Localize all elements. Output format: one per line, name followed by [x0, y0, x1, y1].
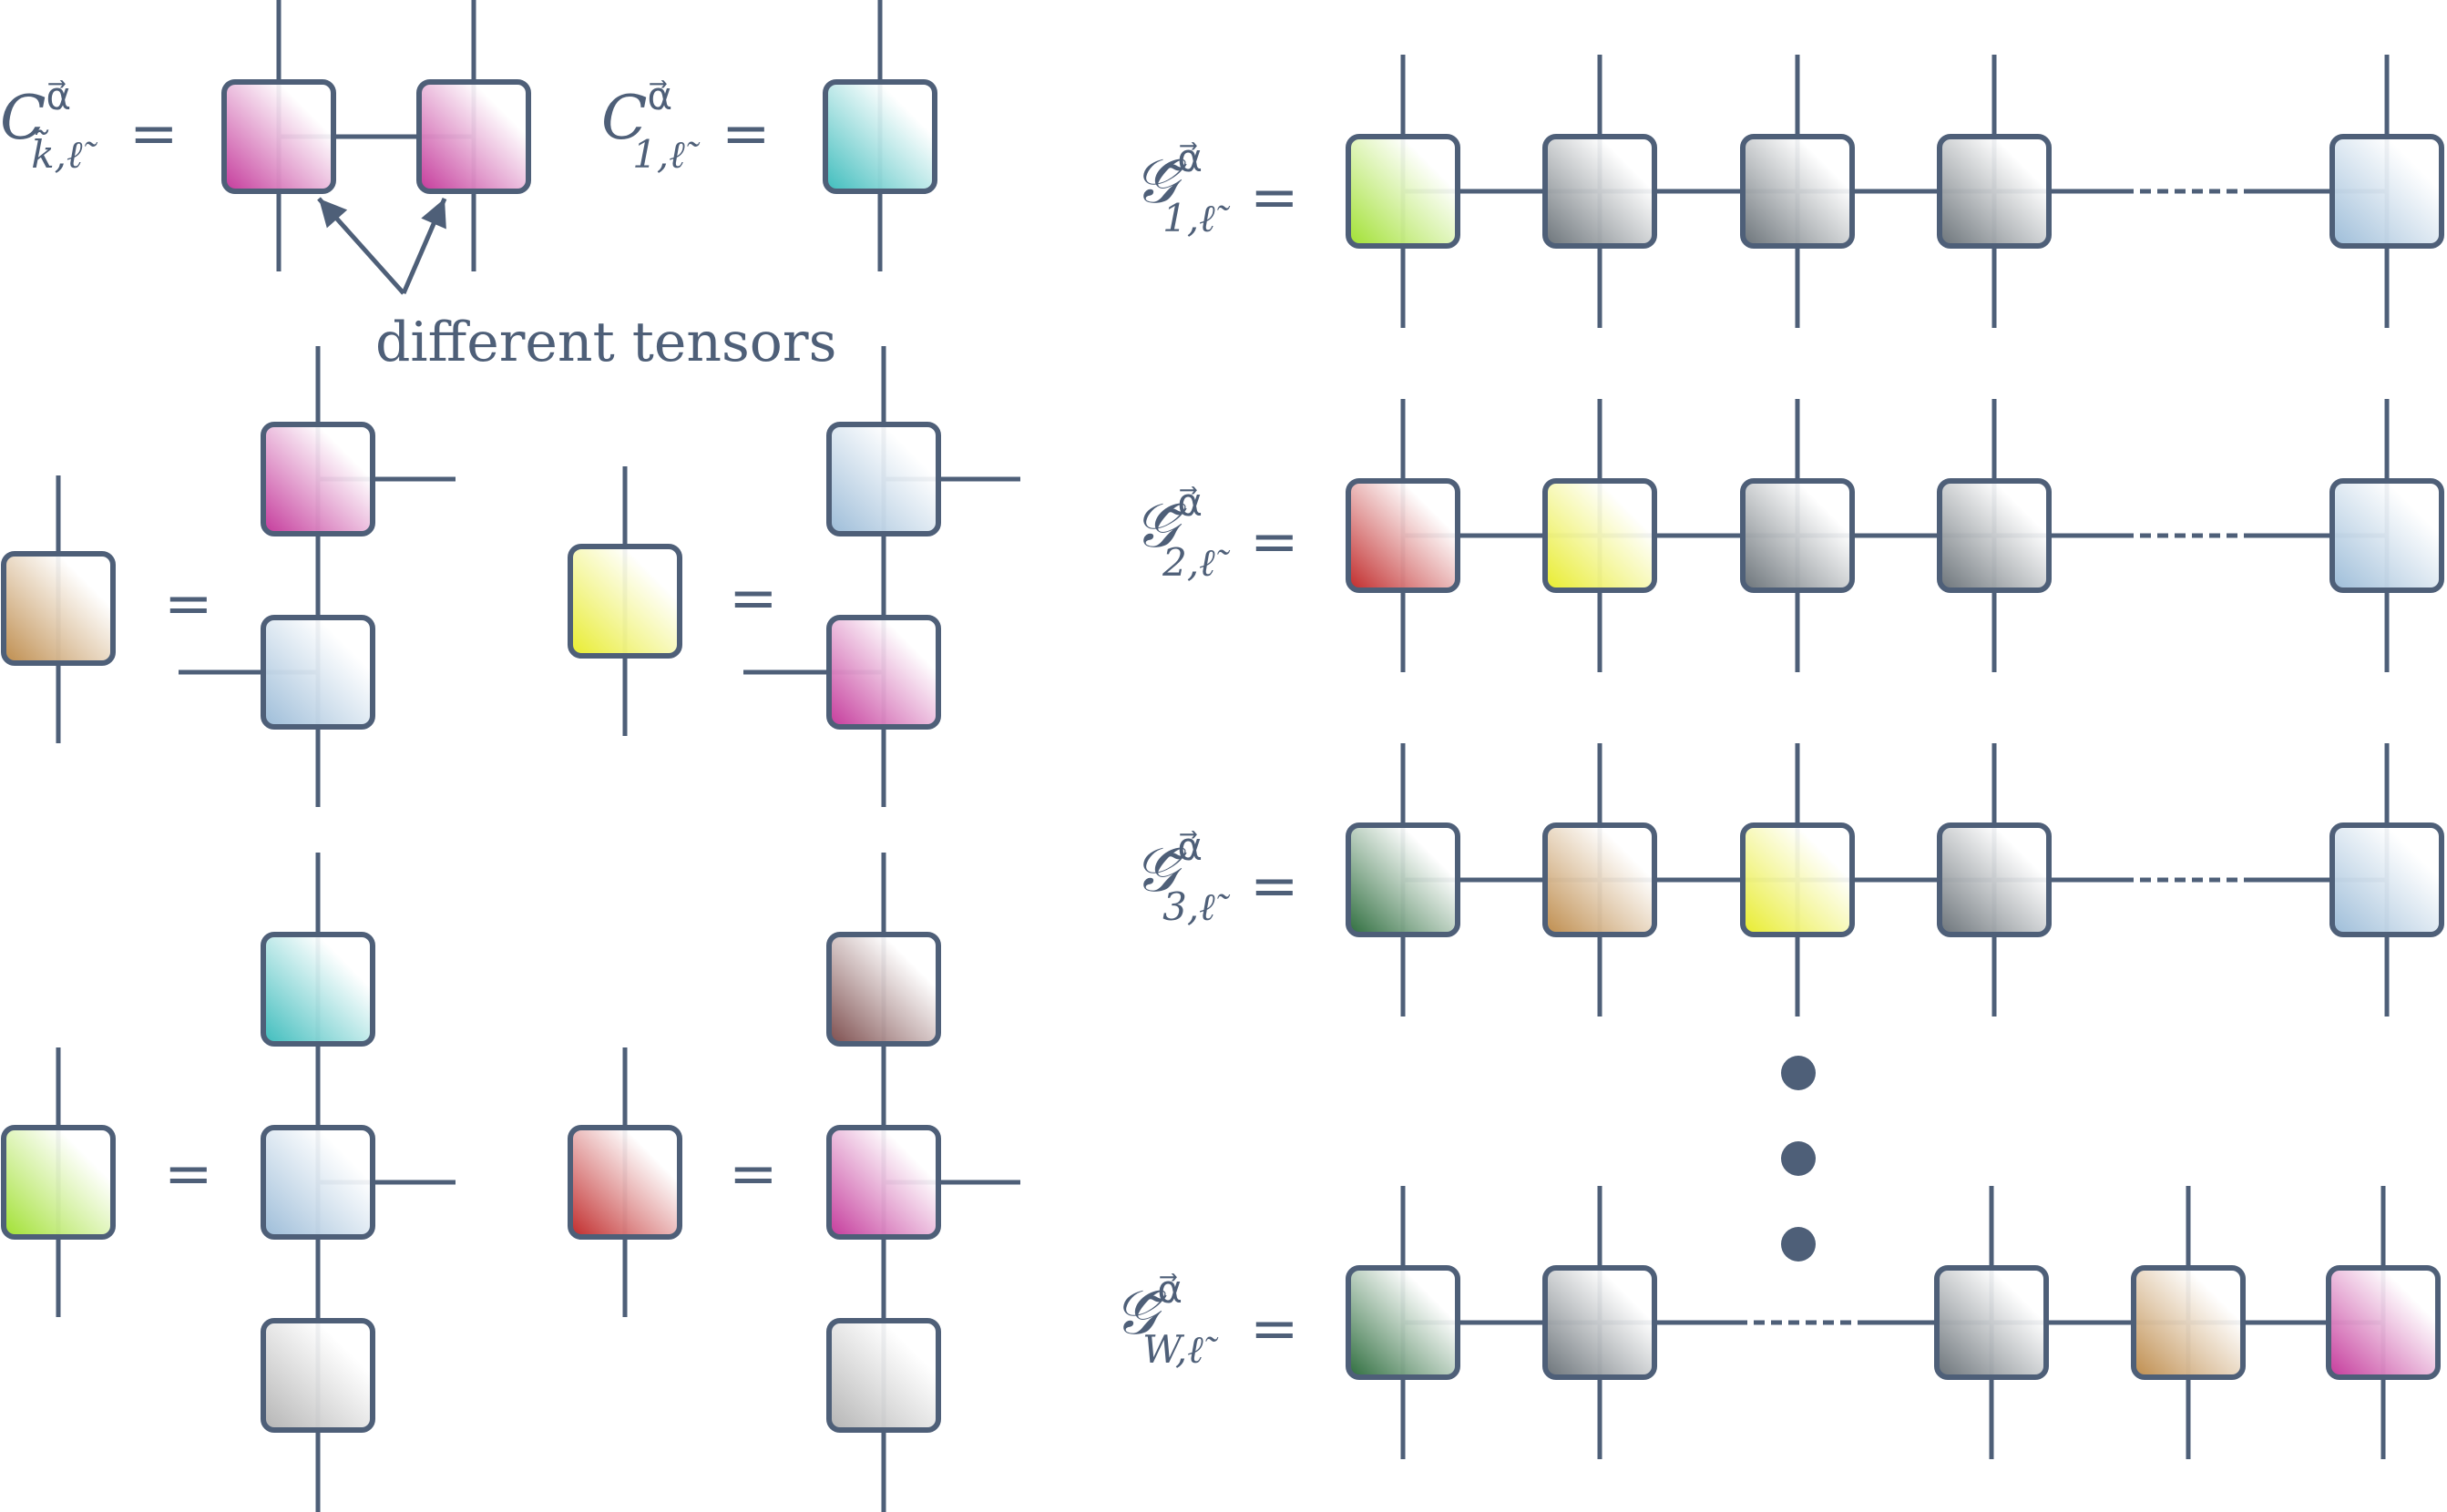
- gw-tensor-gray: [1934, 1265, 2049, 1380]
- equals-red-decomp: =: [729, 1140, 778, 1208]
- g3-equals: =: [1250, 853, 1299, 920]
- g2-tensor-yellow: [1542, 478, 1657, 593]
- g1-tensor-gray: [1542, 134, 1657, 249]
- equals-yellow-decomp: =: [729, 565, 778, 632]
- g2-tensor-lightblue: [2329, 478, 2444, 593]
- local-tensor-tan: [1, 551, 116, 666]
- tensor-lightblue: [261, 615, 375, 730]
- g3-label: 𝒢̃α⃗3,ℓ̃: [1133, 824, 1231, 929]
- g1-tensor-gray: [1740, 134, 1855, 249]
- g3-tensor-lightblue: [2329, 822, 2444, 937]
- equals-lime-decomp: =: [164, 1140, 213, 1208]
- arrow-head: [421, 199, 446, 230]
- c-k-tensor-right: [416, 79, 531, 194]
- c-1-equals: =: [722, 100, 771, 168]
- tensor-magenta: [261, 422, 375, 536]
- vertical-ellipsis-dot: [1781, 1141, 1816, 1176]
- g2-tensor-red: [1346, 478, 1460, 593]
- g3-tensor-gray: [1937, 822, 2052, 937]
- g1-tensor-lime: [1346, 134, 1460, 249]
- g2-equals: =: [1250, 508, 1299, 576]
- tensor-boxes: [1, 79, 2444, 1433]
- different-tensors-note: different tensors: [375, 311, 836, 374]
- g1-tensor-lightblue: [2329, 134, 2444, 249]
- local-tensor-yellow: [568, 544, 682, 659]
- c-k-tensor-left: [221, 79, 336, 194]
- c-1-tensor: [823, 79, 937, 194]
- gw-tensor-magenta: [2326, 1265, 2441, 1380]
- tensor-lightblue: [826, 422, 941, 536]
- tensor-magenta: [826, 615, 941, 730]
- tensor-lightgray: [261, 1318, 375, 1433]
- tensor-rose: [826, 932, 941, 1047]
- gw-equals: =: [1250, 1295, 1299, 1363]
- c-k-label: Cα⃗k̃,ℓ̃: [0, 74, 97, 177]
- c-k-equals: =: [129, 100, 179, 168]
- vertical-ellipsis-dot: [1781, 1056, 1816, 1090]
- g3-tensor-darkgreen: [1346, 822, 1460, 937]
- tensor-lightblue: [261, 1125, 375, 1240]
- g3-tensor-yellow: [1740, 822, 1855, 937]
- tensor-teal: [261, 932, 375, 1047]
- c-1-label: Cα⃗1,ℓ̃: [601, 74, 701, 177]
- g1-label: 𝒢̃α⃗1,ℓ̃: [1133, 136, 1231, 240]
- gw-tensor-gray: [1542, 1265, 1657, 1380]
- vertical-ellipsis-dot: [1781, 1227, 1816, 1262]
- g2-tensor-gray: [1937, 478, 2052, 593]
- arrow-head: [319, 199, 348, 229]
- g2-label: 𝒢̃α⃗2,ℓ̃: [1133, 480, 1231, 585]
- g2-tensor-gray: [1740, 478, 1855, 593]
- local-tensor-lime: [1, 1125, 116, 1240]
- g1-tensor-gray: [1937, 134, 2052, 249]
- gw-tensor-tan: [2131, 1265, 2246, 1380]
- local-tensor-red: [568, 1125, 682, 1240]
- equals-tan-decomp: =: [164, 570, 213, 638]
- g1-equals: =: [1250, 164, 1299, 231]
- gw-tensor-darkgreen: [1346, 1265, 1460, 1380]
- tensor-magenta: [826, 1125, 941, 1240]
- g3-tensor-tan: [1542, 822, 1657, 937]
- gw-label: 𝒢̃α⃗W,ℓ̃: [1113, 1267, 1219, 1372]
- tensor-lightgray: [826, 1318, 941, 1433]
